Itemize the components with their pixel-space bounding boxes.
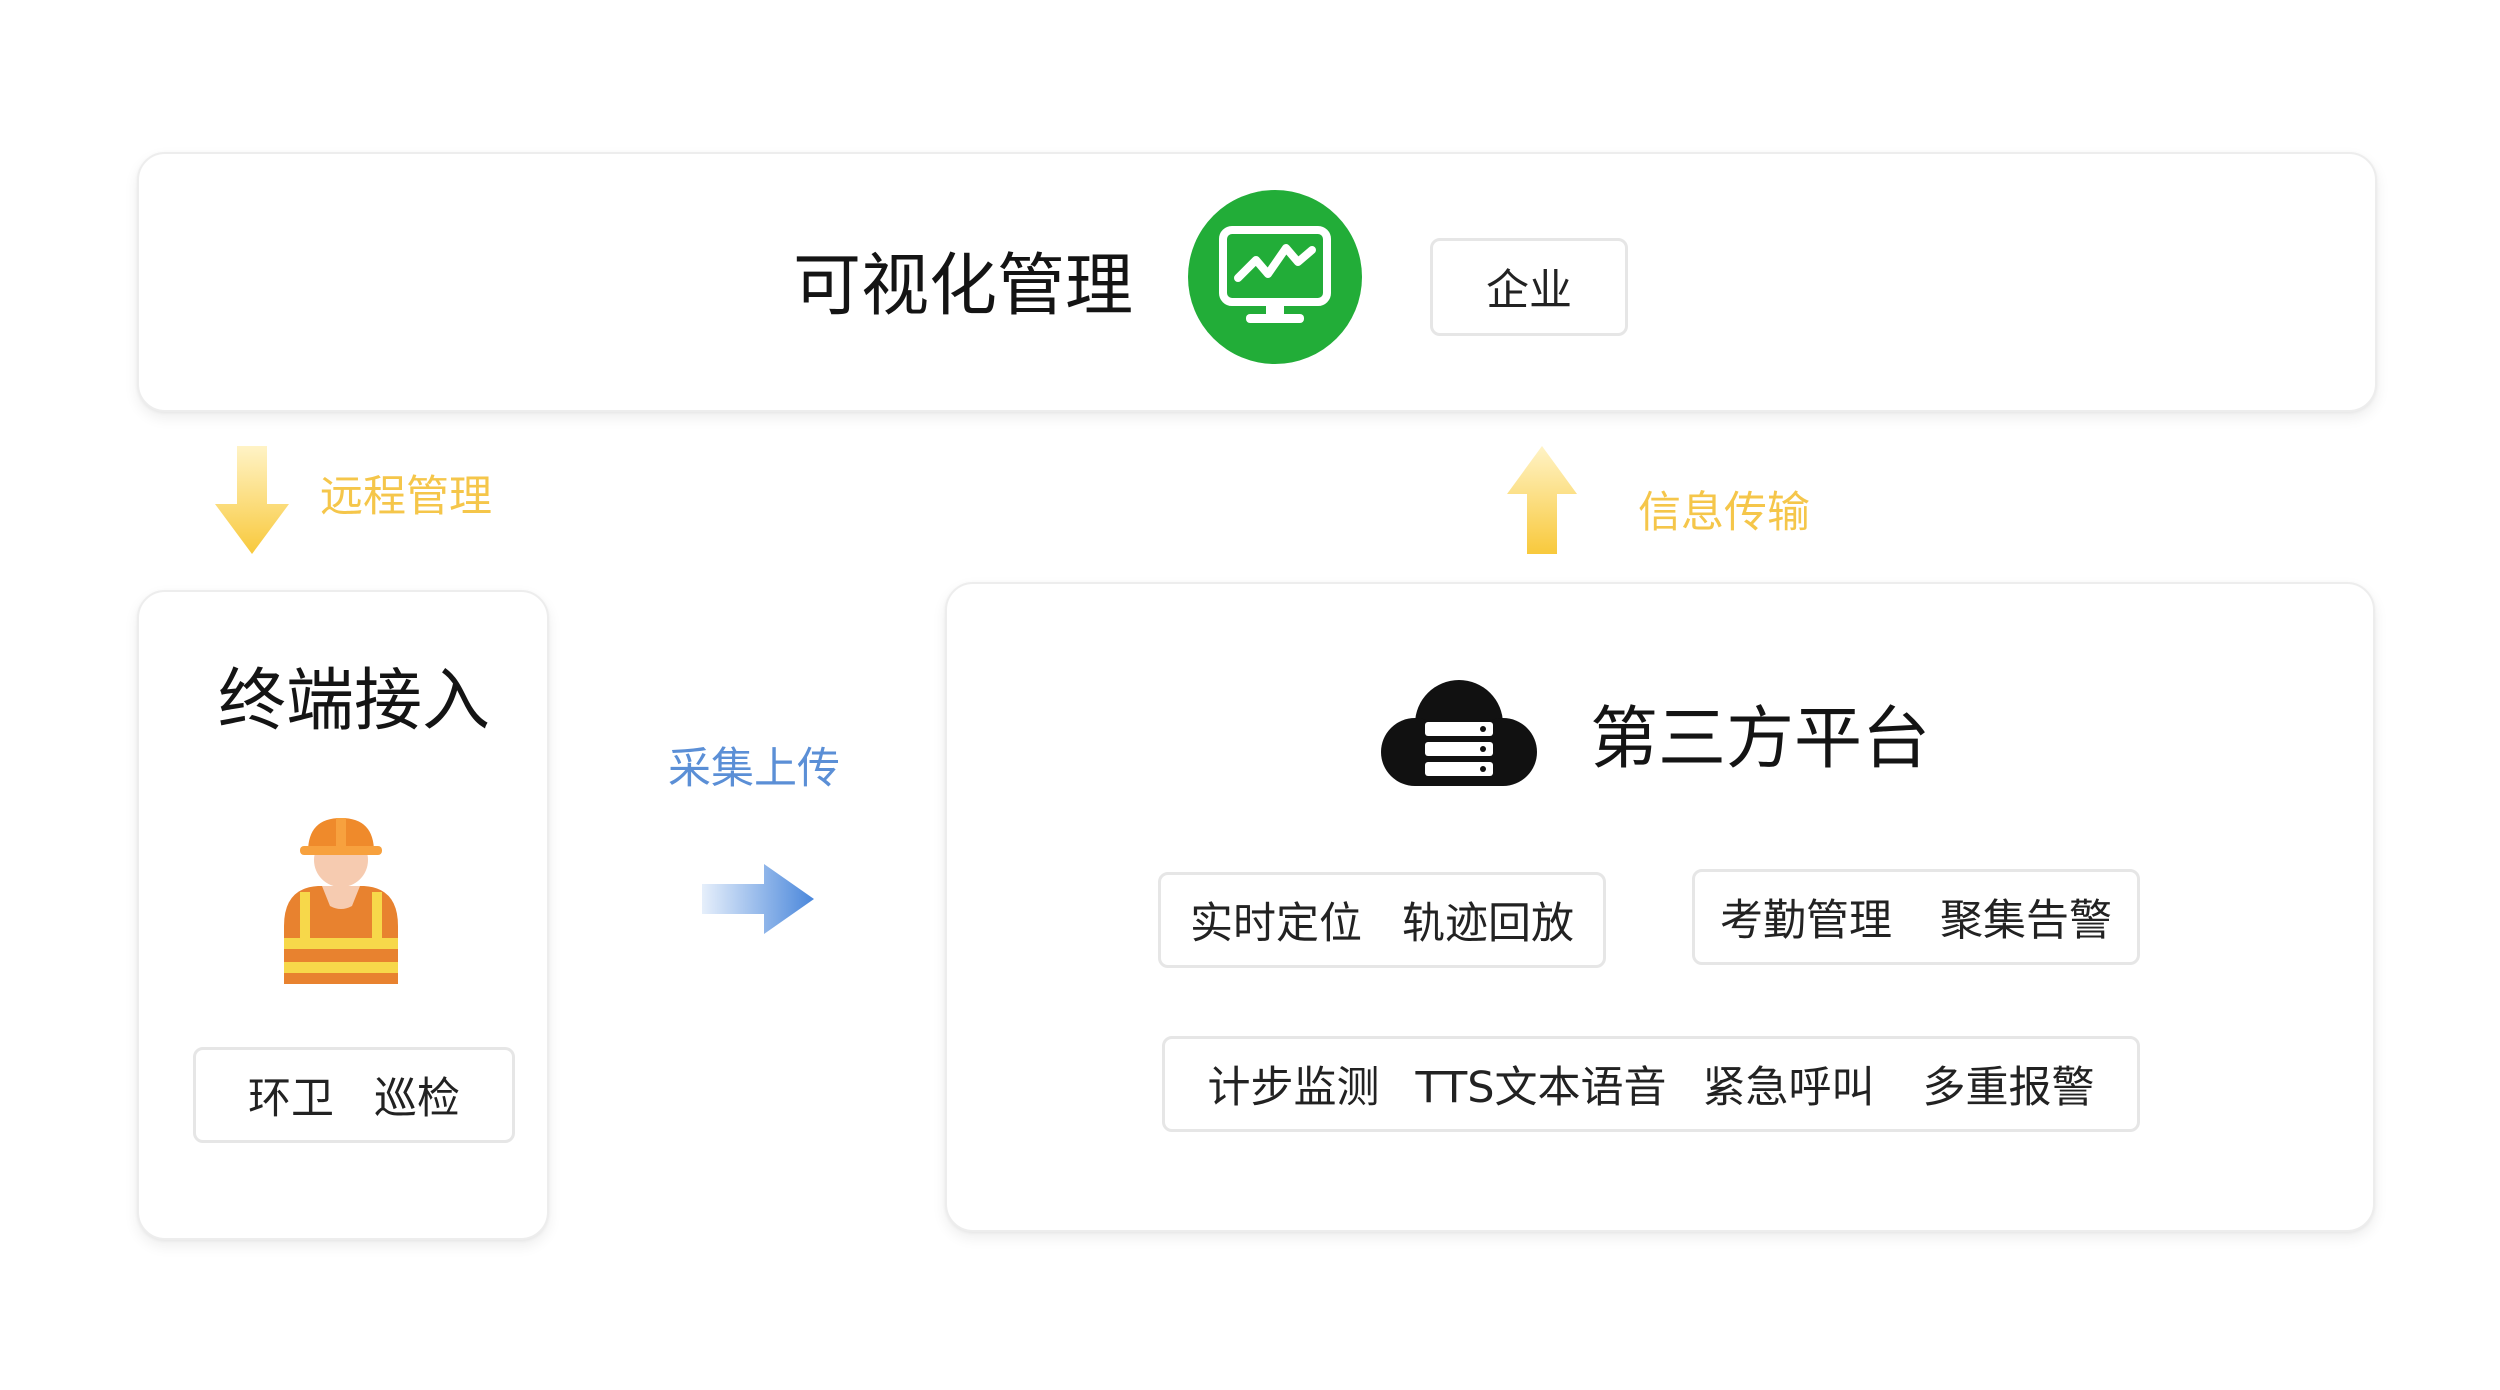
feature-multi-alarm: 多重报警 — [1922, 1063, 2095, 1113]
platform-title: 第三方平台 — [1590, 700, 1931, 779]
feature-realtime-location: 实时定位 — [1190, 899, 1362, 949]
terminal-title: 终端接入 — [218, 662, 491, 741]
info-transmission-label: 信息传输 — [1638, 488, 1810, 538]
platform-tag-row2: 计步监测 TTS文本语音 紧急呼叫 多重报警 — [1162, 1036, 2140, 1132]
worker-icon — [278, 808, 404, 984]
terminal-tag-sanitation: 环卫 — [248, 1074, 334, 1124]
terminal-tag-patrol: 巡检 — [374, 1074, 460, 1124]
feature-track-playback: 轨迹回放 — [1402, 899, 1574, 949]
platform-tag-location-track: 实时定位 轨迹回放 — [1158, 872, 1606, 968]
feature-attendance: 考勤管理 — [1720, 896, 1892, 946]
feature-tts-voice: TTS文本语音 — [1415, 1063, 1667, 1113]
arrow-down-icon — [215, 446, 289, 554]
arrow-right-icon — [702, 864, 814, 934]
monitor-chart-icon — [1188, 190, 1362, 364]
feature-emergency-call: 紧急呼叫 — [1702, 1063, 1875, 1113]
platform-tag-attendance-gathering: 考勤管理 聚集告警 — [1692, 869, 2140, 965]
collect-upload-label: 采集上传 — [668, 744, 840, 794]
management-tag-enterprise: 企业 — [1430, 238, 1628, 336]
terminal-tags: 环卫 巡检 — [193, 1047, 515, 1143]
arrow-up-icon — [1507, 446, 1577, 554]
feature-gathering-alarm: 聚集告警 — [1940, 896, 2112, 946]
remote-management-label: 远程管理 — [320, 472, 492, 522]
feature-step-monitoring: 计步监测 — [1207, 1063, 1380, 1113]
management-title: 可视化管理 — [793, 247, 1134, 326]
cloud-server-icon — [1375, 680, 1543, 792]
